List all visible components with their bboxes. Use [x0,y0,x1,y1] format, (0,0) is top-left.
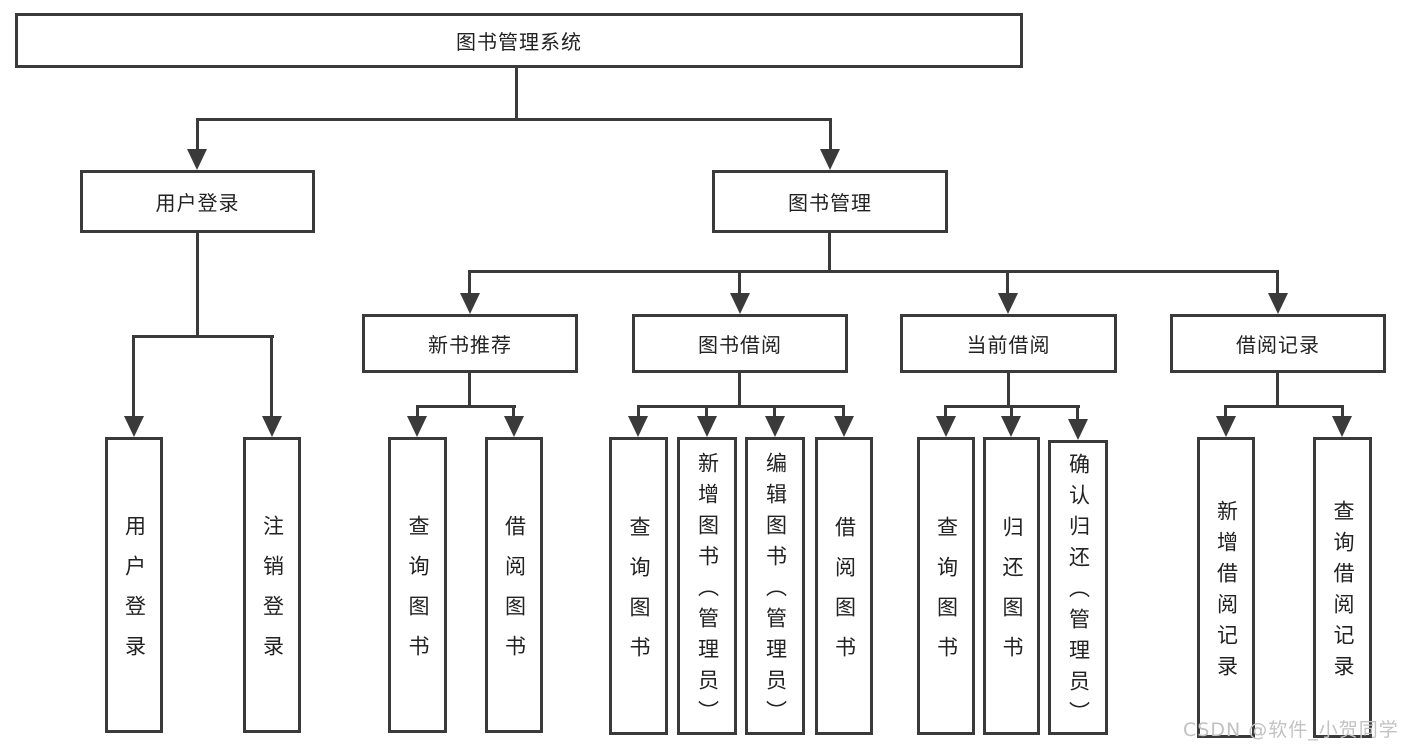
connector-branch [1224,405,1344,408]
connector-line [512,405,515,419]
connector-line [738,270,741,298]
connector-line [944,405,947,419]
node-nb-query-books: 查询图书 [388,437,447,733]
node-user-login-action: 用户登录 [105,437,163,733]
connector-line [468,270,471,298]
node-cb-confirm-return-admin: 确认归还（管理员） [1048,440,1108,735]
connector-line [637,405,640,419]
connector-branch [416,405,516,408]
connector-line [132,335,135,419]
node-cb-query-books: 查询图书 [917,437,975,735]
node-nb-borrow-books: 借阅图书 [485,437,543,733]
connector-stem [1007,371,1010,407]
connector-line [1224,405,1227,419]
connector-line [705,405,708,419]
node-label: 新增图书（管理员） [695,451,720,731]
connector-root-stem [515,66,518,120]
node-book-borrowing: 图书借阅 [632,314,848,373]
arrow-down-icon [730,293,750,314]
node-br-query-record: 查询借阅记录 [1313,437,1372,738]
arrow-down-icon [628,416,648,437]
node-bb-edit-books-admin: 编辑图书（管理员） [745,437,805,735]
node-bb-query-books: 查询图书 [609,437,668,735]
node-label: 编辑图书（管理员） [763,451,788,731]
arrow-down-icon [504,416,524,437]
arrow-down-icon [1068,419,1088,440]
connector-branch [132,335,274,338]
connector-line [773,405,776,419]
connector-line [829,118,832,154]
node-bb-add-books-admin: 新增图书（管理员） [677,437,737,735]
arrow-down-icon [262,416,282,437]
arrow-down-icon [834,416,854,437]
connector-line [416,405,419,419]
arrow-down-icon [1332,416,1352,437]
arrow-down-icon [460,293,480,314]
arrow-down-icon [820,149,840,170]
arrow-down-icon [124,416,144,437]
connector-line [270,335,273,419]
arrow-down-icon [1268,293,1288,314]
connector-stem [1276,371,1279,407]
arrow-down-icon [1216,416,1236,437]
arrow-down-icon [1001,416,1021,437]
node-br-add-record: 新增借阅记录 [1197,437,1255,738]
node-label: 新增借阅记录 [1214,499,1239,686]
node-label: 查询借阅记录 [1331,499,1355,686]
node-label: 查询图书 [406,514,430,675]
node-label: 借阅图书 [502,514,527,675]
connector-stem [196,230,199,337]
arrow-down-icon [407,416,427,437]
node-borrowing-records: 借阅记录 [1170,314,1386,373]
node-logout-action: 注销登录 [243,437,301,733]
node-root-system: 图书管理系统 [15,13,1023,68]
node-user-login: 用户登录 [80,170,315,233]
node-label: 用户登录 [122,514,147,675]
connector-branch [637,405,844,408]
connector-stem [738,371,741,407]
connector-line [1076,405,1079,422]
node-current-borrowing: 当前借阅 [900,314,1117,373]
node-label: 借阅图书 [832,515,857,676]
connector-line [1006,270,1009,298]
node-book-management: 图书管理 [712,170,948,233]
connector-line [1010,405,1013,419]
node-label: 注销登录 [260,514,285,675]
connector-line [1276,270,1279,298]
node-cb-return-books: 归还图书 [983,437,1040,735]
node-label: 查询图书 [627,515,651,676]
arrow-down-icon [765,416,785,437]
arrow-down-icon [936,416,956,437]
connector-branch [468,270,1279,273]
csdn-watermark: CSDN @软件_小贺同学 [1183,719,1399,741]
connector-stem [828,230,831,272]
arrow-down-icon [697,416,717,437]
connector-line [196,118,199,154]
arrow-down-icon [187,149,207,170]
connector-line [842,405,845,419]
node-new-book-recommend: 新书推荐 [362,314,578,373]
node-label: 归还图书 [1000,515,1024,676]
connector-root-branch [196,118,832,121]
node-bb-borrow-books: 借阅图书 [815,437,873,735]
connector-line [1341,405,1344,419]
node-label: 确认归还（管理员） [1066,453,1091,732]
node-label: 查询图书 [934,515,959,676]
arrow-down-icon [998,293,1018,314]
connector-stem [468,371,471,407]
